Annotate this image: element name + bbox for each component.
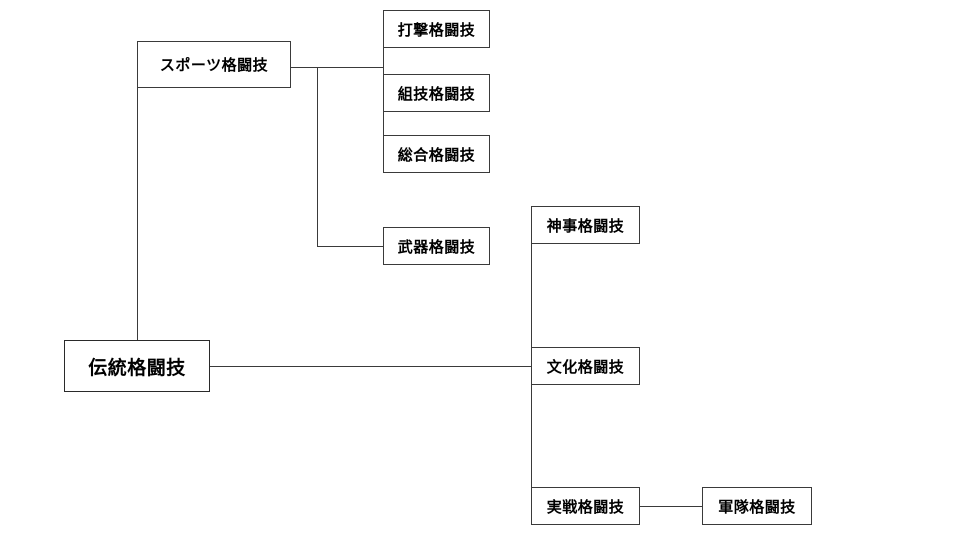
node-label: 総合格闘技 (397, 145, 476, 164)
node-label: 打撃格闘技 (397, 20, 476, 39)
node-label: 伝統格闘技 (88, 356, 186, 379)
node-label: 軍隊格闘技 (718, 497, 796, 516)
node-weapons[interactable]: 武器格闘技 (383, 227, 490, 265)
node-grappling[interactable]: 組技格闘技 (383, 74, 490, 112)
node-label: 文化格闘技 (546, 357, 625, 376)
node-label: 神事格闘技 (546, 216, 625, 235)
connector-sports-branch-horizontal (291, 67, 383, 68)
connector-root-to-sports-vertical (137, 67, 138, 341)
node-military[interactable]: 軍隊格闘技 (702, 487, 812, 525)
node-practical[interactable]: 実戦格闘技 (531, 487, 640, 525)
node-striking[interactable]: 打撃格闘技 (383, 10, 490, 48)
node-sports[interactable]: スポーツ格闘技 (137, 41, 291, 88)
node-label: 組技格闘技 (397, 84, 476, 103)
node-label: スポーツ格闘技 (159, 56, 269, 74)
node-label: 実戦格闘技 (546, 497, 625, 516)
connector-weapons-vertical (317, 67, 318, 247)
node-ritual[interactable]: 神事格闘技 (531, 206, 640, 244)
connector-root-right-horizontal (210, 366, 531, 367)
node-cultural[interactable]: 文化格闘技 (531, 347, 640, 385)
node-mixed[interactable]: 総合格闘技 (383, 135, 490, 173)
connector-weapons-horizontal (317, 246, 383, 247)
node-label: 武器格闘技 (397, 237, 476, 256)
node-root[interactable]: 伝統格闘技 (64, 340, 210, 392)
connector-practical-to-military (640, 506, 702, 507)
